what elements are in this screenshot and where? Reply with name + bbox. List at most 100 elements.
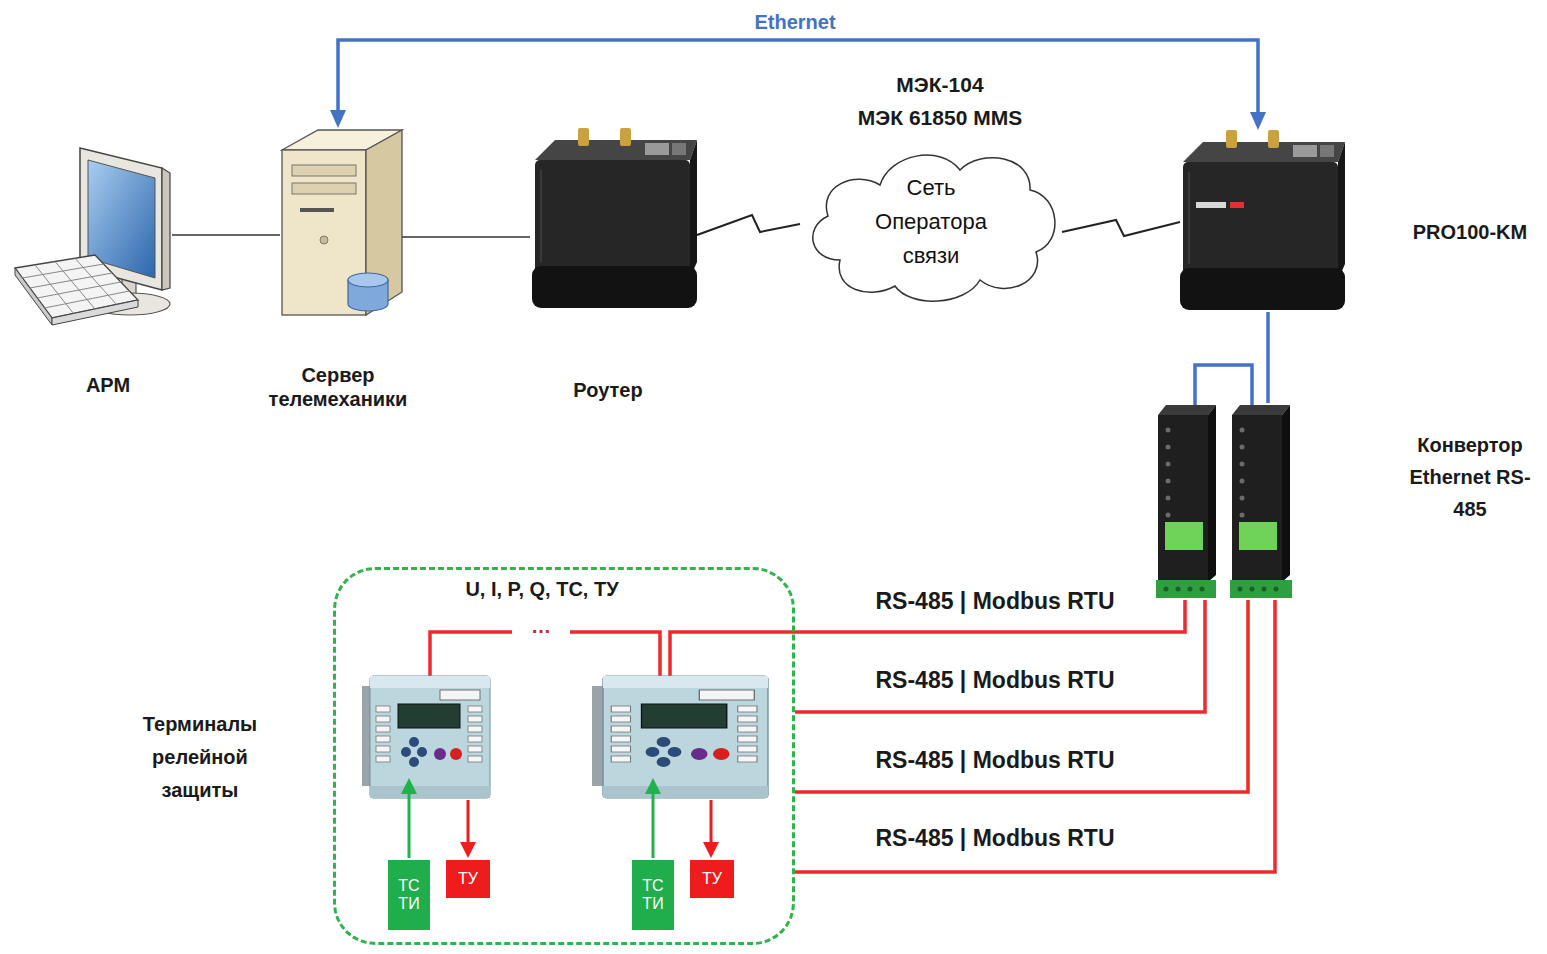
relay-terminal-picture-part — [603, 676, 768, 798]
converter-picture-part-part — [1164, 587, 1169, 592]
arrow-head — [1250, 112, 1266, 130]
converter-picture — [1156, 365, 1292, 598]
relay-terminal-picture-part-part — [611, 726, 630, 732]
gateway-picture-part — [1188, 172, 1190, 264]
connector — [402, 237, 530, 238]
relay-terminal-picture — [592, 676, 768, 798]
cloud-node: Сеть Оператора связи — [800, 140, 1062, 305]
arrow-head — [330, 110, 346, 128]
gateway-picture-part — [1230, 202, 1244, 208]
gateway-picture — [1180, 130, 1345, 310]
router-picture-part — [620, 128, 631, 146]
router-picture-part — [645, 143, 669, 155]
router-picture-part — [672, 143, 686, 155]
relay-terminal-picture — [362, 676, 490, 798]
relay-terminal-picture-part-part — [376, 716, 390, 722]
control-box: ТУ — [690, 860, 734, 898]
server-picture-part — [348, 273, 388, 287]
relay-terminal-picture-part — [440, 690, 480, 700]
workstation-picture-part — [22, 258, 129, 313]
connector-label: RS-485 | Modbus RTU — [830, 666, 1160, 694]
gateway-picture-part — [1183, 142, 1345, 162]
relay-terminal-picture-part-part — [468, 726, 482, 732]
converter-picture-part-part — [1250, 587, 1255, 592]
converter-picture-part — [1156, 580, 1216, 598]
relay-terminal-picture-part — [657, 757, 671, 767]
converter-picture-part-part — [1166, 462, 1171, 467]
signal-arrows-part — [460, 842, 476, 858]
converter-picture-part-part — [1240, 428, 1245, 433]
gateway-picture-part — [1320, 145, 1334, 157]
node-caption: PRO100-KM — [1400, 220, 1540, 244]
router-picture-part — [532, 266, 697, 308]
signal-arrows-part — [401, 778, 417, 794]
relay-terminal-picture-part-part — [468, 716, 482, 722]
relay-terminal-picture-part-part — [738, 736, 757, 742]
relay-terminal-picture-part-part — [611, 706, 630, 712]
signal-arrows-part — [703, 842, 719, 858]
converter-picture-part — [1239, 522, 1277, 550]
relay-terminal-picture-part-part — [468, 756, 482, 762]
cloud-outline — [813, 155, 1055, 301]
connector — [795, 600, 1275, 872]
gateway-picture-part — [1268, 130, 1279, 148]
signal-arrows-part — [652, 790, 655, 858]
relay-terminal-picture-part — [434, 748, 446, 760]
relay-terminal-picture-part — [450, 748, 462, 760]
converter-picture-part-part — [1240, 479, 1245, 484]
node-caption: АРМ — [40, 373, 176, 397]
converter-picture-part-part — [1166, 445, 1171, 450]
relay-terminal-picture-part — [691, 748, 708, 760]
relay-terminal-picture-part — [370, 786, 490, 798]
router-picture-part — [535, 160, 690, 278]
relay-terminal-picture-part — [370, 676, 490, 688]
relay-terminal-picture-part-part — [738, 756, 757, 762]
converter-picture-part-part — [1262, 587, 1267, 592]
converter-picture-part-part — [1188, 587, 1193, 592]
relay-terminal-picture-part-part — [468, 706, 482, 712]
relay-terminal-picture-part-part — [611, 716, 630, 722]
converter-picture-part-part — [1274, 587, 1279, 592]
gateway-picture-part — [1293, 145, 1317, 157]
connector-label: Ethernet — [715, 10, 875, 34]
box-label: ТУ — [458, 870, 478, 888]
converter-picture-part-part — [1166, 513, 1171, 518]
connector-line — [1062, 220, 1180, 236]
terminal-wires-part — [670, 632, 795, 676]
relay-terminal-picture-part-part — [376, 756, 390, 762]
node-caption: Конвертор Ethernet RS-485 — [1405, 429, 1535, 525]
connector-line — [172, 234, 280, 236]
relay-terminal-picture-part — [401, 747, 411, 757]
relay-terminal-picture-part — [642, 704, 727, 728]
connector-line — [795, 600, 1248, 792]
converter-picture-part-part — [1238, 587, 1243, 592]
workstation-picture-part-part — [75, 258, 117, 304]
converter-picture-part-part — [1176, 587, 1181, 592]
node-caption: Роутер — [540, 378, 676, 402]
relay-terminal-picture-part — [646, 747, 660, 757]
relay-terminal-picture-part-part — [611, 736, 630, 742]
signal-box: ТС ТИ — [632, 860, 674, 930]
terminal-wires-part — [430, 632, 512, 676]
relay-terminal-picture-part — [409, 757, 419, 767]
relay-terminal-picture-part-part — [738, 746, 757, 752]
router-node: Роутер — [530, 128, 697, 310]
connector-line — [795, 600, 1205, 712]
connector-label: RS-485 | Modbus RTU — [830, 746, 1160, 774]
relay-terminal-picture-part-part — [376, 736, 390, 742]
relay-terminal-picture-part — [603, 676, 768, 688]
connector-label: RS-485 | Modbus RTU — [830, 587, 1160, 615]
gateway-picture-part — [1226, 130, 1237, 148]
relay-terminal-picture-part-part — [611, 746, 630, 752]
converter-picture-part — [1230, 580, 1292, 598]
converter-picture-part — [1282, 405, 1290, 582]
relay-terminal-picture-part-part — [611, 756, 630, 762]
ellipsis-mark: … — [516, 614, 566, 638]
node-caption: Сервер телемеханики — [253, 363, 423, 411]
connector — [1268, 312, 1269, 403]
group-title: Терминалы релейной защиты — [120, 708, 280, 807]
converter-picture-part — [1166, 428, 1171, 518]
converter-picture-part — [1158, 415, 1208, 582]
relay-terminal-picture-part — [668, 747, 682, 757]
